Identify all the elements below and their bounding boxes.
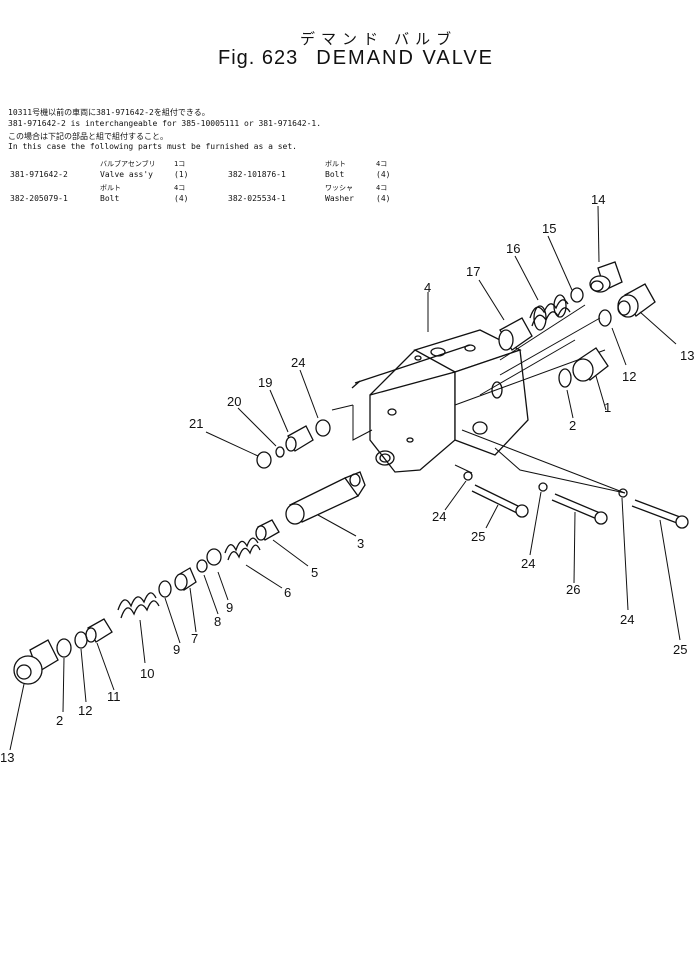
callout-label: 5 xyxy=(311,565,318,580)
spring-10 xyxy=(117,592,160,619)
plug-7 xyxy=(174,567,197,591)
part-name: Bolt xyxy=(100,194,120,203)
callout-label: 3 xyxy=(357,536,364,551)
callout-label: 4 xyxy=(424,280,431,295)
washer-24c xyxy=(618,488,628,498)
spring-18 xyxy=(529,294,571,331)
spool-3 xyxy=(285,471,366,525)
valve-body xyxy=(351,329,529,473)
sleeve-11 xyxy=(85,618,113,643)
callout-label: 21 xyxy=(189,416,203,431)
part-number: 382-025534-1 xyxy=(228,194,286,203)
o-ring-2 xyxy=(558,368,572,388)
note-line-3: この場合は下記の部品と組で組付すること。 xyxy=(8,132,168,141)
callout-label: 6 xyxy=(284,585,291,600)
o-ring-9b xyxy=(158,580,172,598)
callout-label: 24 xyxy=(521,556,535,571)
figure-name: DEMAND VALVE xyxy=(316,47,495,69)
callout-label: 2 xyxy=(56,713,63,728)
plug-1 xyxy=(572,347,609,382)
callout-label: 8 xyxy=(214,614,221,629)
plug-15 xyxy=(617,283,656,318)
piston-19 xyxy=(498,317,533,351)
washer-24b xyxy=(538,482,548,492)
plug-16 xyxy=(589,261,623,293)
bolt-25b xyxy=(631,499,689,529)
callout-label: 15 xyxy=(542,221,556,236)
callout-leaders xyxy=(9,205,681,751)
part-number: 382-101876-1 xyxy=(228,170,286,179)
o-ring-9 xyxy=(206,548,222,566)
callout-label: 12 xyxy=(622,369,636,384)
callout-label: 9 xyxy=(226,600,233,615)
callout-label: 13 xyxy=(0,750,14,765)
part-name: Washer xyxy=(325,194,354,203)
sleeve-5 xyxy=(255,519,280,541)
callout-label: 25 xyxy=(673,642,687,657)
callout-label: 7 xyxy=(191,631,198,646)
callout-label: 14 xyxy=(591,192,605,207)
part-qty: (4) xyxy=(376,170,391,179)
bolt-26 xyxy=(551,493,608,525)
callout-label: 13 xyxy=(680,348,694,363)
figure-title: Fig. 623 DEMAND VALVE xyxy=(218,47,494,70)
note-line-2: 381-971642-2 is interchangeable for 385-… xyxy=(8,119,322,128)
callout-label: 26 xyxy=(566,582,580,597)
callout-label: 12 xyxy=(78,703,92,718)
o-ring-20 xyxy=(315,419,331,437)
part-number: 382-205079-1 xyxy=(10,194,68,203)
sleeve-21 xyxy=(285,425,314,452)
note-line-4: In this case the following parts must be… xyxy=(8,142,297,151)
o-ring-17 xyxy=(570,287,584,303)
washer-24 xyxy=(463,471,473,481)
callout-label: 16 xyxy=(506,241,520,256)
o-ring-2b xyxy=(56,638,72,658)
part-name: Valve ass'y xyxy=(100,170,153,179)
spring-6 xyxy=(224,537,261,561)
part-jp-qty: 4コ xyxy=(174,184,186,192)
note-line-1: 10311号機以前の車両に381-971642-2を組付できる。 xyxy=(8,108,210,117)
callout-label: 17 xyxy=(466,264,480,279)
part-number: 381-971642-2 xyxy=(10,170,68,179)
part-jp-name: ボルト xyxy=(100,184,121,192)
part-name: Bolt xyxy=(325,170,345,179)
callout-label: 24 xyxy=(291,355,305,370)
part-qty: (4) xyxy=(376,194,391,203)
callout-label: 24 xyxy=(432,509,446,524)
callout-label: 25 xyxy=(471,529,485,544)
plug-13 xyxy=(13,639,59,685)
japanese-title: デマンド バルブ xyxy=(300,31,458,48)
o-ring-14 xyxy=(598,309,612,327)
bolt-25 xyxy=(471,484,529,518)
part-qty: (1) xyxy=(174,170,189,179)
o-ring-23 xyxy=(256,451,272,469)
callout-label: 20 xyxy=(227,394,241,409)
callout-label: 1 xyxy=(604,400,611,415)
part-jp-name: ボルト xyxy=(325,160,346,168)
part-jp-name: ワッシャ xyxy=(325,184,353,192)
callout-label: 11 xyxy=(107,689,121,704)
callout-label: 2 xyxy=(569,418,576,433)
o-ring-8 xyxy=(196,559,208,573)
part-jp-qty: 4コ xyxy=(376,184,388,192)
callout-label: 19 xyxy=(258,375,272,390)
o-ring-12 xyxy=(74,631,88,649)
callout-label: 9 xyxy=(173,642,180,657)
o-ring-22 xyxy=(275,446,285,458)
part-jp-name: バルブアセンブリ xyxy=(100,160,156,168)
part-jp-qty: 1コ xyxy=(174,160,186,168)
part-qty: (4) xyxy=(174,194,189,203)
figure-number: Fig. 623 xyxy=(218,47,299,69)
callout-label: 10 xyxy=(140,666,154,681)
part-jp-qty: 4コ xyxy=(376,160,388,168)
callout-label: 24 xyxy=(620,612,634,627)
